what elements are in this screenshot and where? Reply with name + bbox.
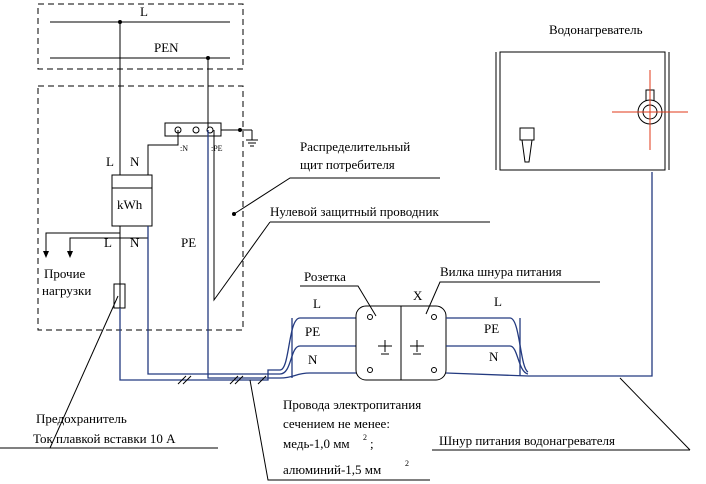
plug-n-wire (445, 372, 529, 377)
arrow-down-icon (43, 251, 49, 258)
label-terminal-n: :N (180, 144, 188, 153)
plug-pe-wire (446, 345, 529, 375)
label-fuse-2: Ток плавкой вставки 10 А (33, 431, 176, 446)
socket-pin-n (367, 367, 373, 373)
label-plug: Вилка шнура питания (440, 264, 562, 279)
label-meter-l: L (106, 154, 114, 169)
incoming-supply-box (37, 3, 244, 70)
tap-icon (519, 127, 535, 141)
label-board-1: Распределительный (300, 139, 410, 154)
label-fuse-1: Предохранитель (36, 411, 127, 426)
label-wires-2: сечением не менее: (283, 416, 390, 431)
label-socket-pe: PE (305, 324, 320, 339)
pe-conductor (207, 130, 280, 379)
n-conductor (147, 226, 280, 375)
plug-pointer (425, 281, 600, 315)
label-plug-pe: PE (484, 321, 499, 336)
label-plug-n: N (489, 349, 499, 364)
socket-n-wire (279, 372, 356, 379)
socket-pointer (300, 285, 377, 317)
fuse-pointer (49, 295, 119, 449)
junction-dot (118, 20, 122, 24)
label-l-top: L (140, 4, 148, 19)
label-plug-l: L (494, 294, 502, 309)
plug-l-wire (446, 317, 529, 373)
board-pointer (233, 177, 440, 215)
junction-dot (206, 56, 210, 60)
label-water-heater: Водонагреватель (549, 22, 643, 37)
label-wires-3-sup: 2 (363, 433, 367, 442)
label-x: X (413, 288, 423, 303)
plug-pin-n (431, 367, 437, 373)
label-wires-3-end: ; (370, 436, 374, 451)
label-board-2: щит потребителя (300, 157, 395, 172)
label-socket-l: L (313, 296, 321, 311)
label-meter-n: N (130, 154, 140, 169)
distribution-board-box (37, 85, 244, 331)
label-heater-cord: Шнур питания водонагревателя (439, 433, 615, 448)
heater-cord (528, 172, 653, 377)
n-feeder (147, 130, 179, 175)
terminal-pe-1 (192, 126, 200, 134)
label-wires-1: Провода электропитания (283, 397, 421, 412)
label-kwh: kWh (117, 197, 143, 212)
label-other-loads-1: Прочие (44, 266, 86, 281)
junction-dot (238, 128, 242, 132)
pe-pointer (213, 130, 271, 302)
label-socket-n: N (308, 352, 318, 367)
label-pe-board: PE (181, 235, 196, 250)
plug-pin-l (431, 314, 437, 320)
l-conductor (119, 308, 280, 381)
label-pen: PEN (154, 40, 179, 55)
water-heater (499, 51, 666, 171)
label-neutral-protective: Нулевой защитный проводник (270, 204, 439, 219)
label-n-out: N (130, 235, 140, 250)
wires-pointer (249, 379, 430, 481)
label-other-loads-2: нагрузки (42, 283, 91, 298)
cord-pointer (619, 377, 691, 451)
socket-l-wire (279, 317, 356, 371)
label-l-out: L (104, 235, 112, 250)
label-wires-4-sup: 2 (405, 459, 409, 468)
label-terminal-pe: :PE (211, 144, 223, 153)
label-wires-4: алюминий-1,5 мм (283, 462, 381, 477)
arrow-down-icon (67, 251, 73, 258)
label-wires-3: медь-1,0 мм (283, 436, 350, 451)
kwh-meter (111, 174, 153, 227)
socket-pin-l (367, 314, 373, 320)
label-socket: Розетка (304, 269, 346, 284)
